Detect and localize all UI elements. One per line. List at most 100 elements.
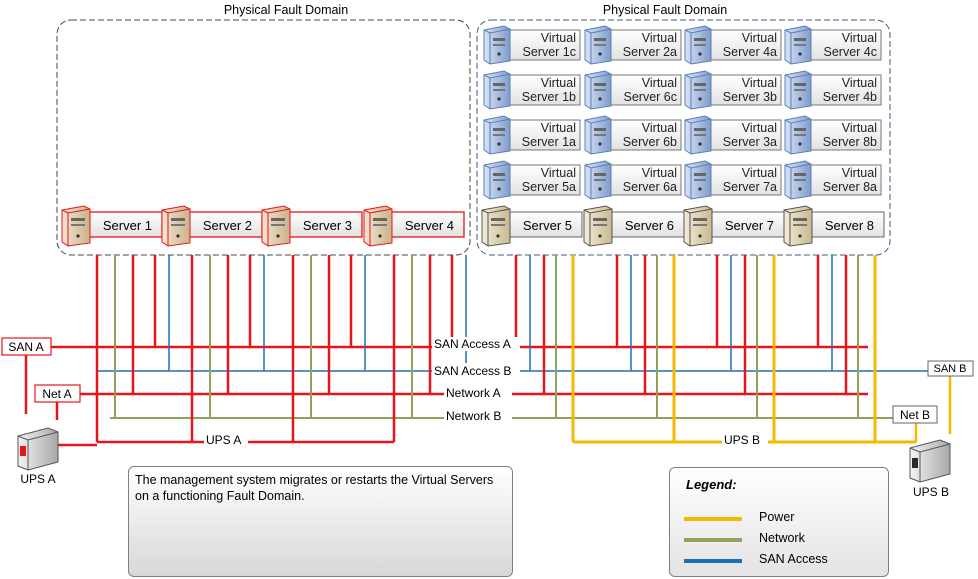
virtual-server-icon [784,115,812,155]
virtual-server-label: Server 4a [723,45,777,59]
virtual-server-prefix: Virtual [742,166,777,180]
virtual-server-label: Server 1a [522,135,576,149]
server-label: Server 6 [625,218,674,233]
virtual-server-icon [483,70,511,110]
san-access-a-label: SAN Access A [434,337,511,351]
virtual-server-prefix: Virtual [642,31,677,45]
server-tower-icon [61,205,91,247]
server-tower-icon [683,205,713,247]
virtual-server-prefix: Virtual [642,121,677,135]
virtual-server-prefix: Virtual [842,31,877,45]
ups-a-bus-label: UPS A [206,433,241,447]
virtual-server-label: Server 7a [723,180,777,194]
virtual-server-label: Server 6b [623,135,677,149]
legend-swatch-power [684,517,742,521]
connector-net-b: Net B [892,405,938,424]
legend-label-san-access: SAN Access [759,552,828,566]
virtual-server-label: Server 4c [824,45,878,59]
virtual-server-icon [684,115,712,155]
virtual-server-label: Server 8b [823,135,877,149]
note-box: The management system migrates or restar… [128,466,513,577]
virtual-server-label: Server 4b [823,90,877,104]
server-label: Server 4 [405,218,454,233]
legend-item-network: Network [684,531,884,547]
virtual-server-prefix: Virtual [541,121,576,135]
virtual-server-label: Server 1c [523,45,577,59]
ups-a-label: UPS A [20,472,55,486]
server-tower-icon [261,205,291,247]
server-label: Server 5 [523,218,572,233]
legend-label-power: Power [759,510,795,524]
server-label: Server 7 [725,218,774,233]
virtual-server-icon [784,160,812,200]
virtual-server-icon [483,115,511,155]
net-a-label: Net A [42,387,71,401]
server-label: Server 3 [303,218,352,233]
wiring [24,255,952,447]
server-2: Server 2 [161,205,263,247]
ups-b-label: UPS B [913,485,949,499]
server-tower-icon [783,205,813,247]
server-label: Server 1 [103,218,152,233]
virtual-server-label: Server 6a [623,180,677,194]
virtual-server-icon [584,115,612,155]
server-tower-icon [583,205,613,247]
connector-san-b: SAN B [927,360,974,377]
virtual-server-icon [584,25,612,65]
san-b-label: SAN B [933,363,966,375]
note-text: The management system migrates or restar… [135,473,494,503]
virtual-server-icon [584,160,612,200]
server-7: Server 7 [683,205,785,247]
legend-label-network: Network [759,531,805,545]
fault-domain-2-title: Physical Fault Domain [603,3,727,17]
virtual-server-prefix: Virtual [842,166,877,180]
virtual-server-prefix: Virtual [541,31,576,45]
server-6: Server 6 [583,205,685,247]
virtual-server-icon [684,25,712,65]
virtual-server-icon [584,70,612,110]
bus-labels: SAN Access A SAN Access B Network A Netw… [204,337,768,447]
server-tower-icon [161,205,191,247]
virtual-server-prefix: Virtual [742,31,777,45]
virtual-server-icon [483,160,511,200]
fault-domain-2-frame [476,19,891,256]
legend-item-san-access: SAN Access [684,552,884,568]
virtual-server-label: Server 1b [522,90,576,104]
virtual-server-prefix: Virtual [742,76,777,90]
server-5: Server 5 [481,205,583,247]
virtual-server-prefix: Virtual [541,166,576,180]
ups-b: UPS B [909,439,951,499]
san-access-b-label: SAN Access B [434,364,511,378]
server-8: Server 8 [783,205,885,247]
virtual-server-icon [684,160,712,200]
fault-domain-1-title: Physical Fault Domain [224,3,348,17]
virtual-server-label: Server 6c [624,90,678,104]
virtual-server-prefix: Virtual [742,121,777,135]
physical-servers: Server 1 Server 2 Server 3 Server 4 Server 5… [61,205,885,247]
virtual-server-icon [684,70,712,110]
virtual-server-icon [483,25,511,65]
server-3: Server 3 [261,205,363,247]
connector-net-a: Net A [34,384,81,403]
virtual-server-label: Server 8a [823,180,877,194]
connector-san-a: SAN A [1,337,52,356]
server-label: Server 2 [203,218,252,233]
san-a-label: SAN A [8,340,43,354]
virtual-server-label: Server 3b [723,90,777,104]
virtual-server-prefix: Virtual [642,166,677,180]
net-b-label: Net B [900,408,930,422]
